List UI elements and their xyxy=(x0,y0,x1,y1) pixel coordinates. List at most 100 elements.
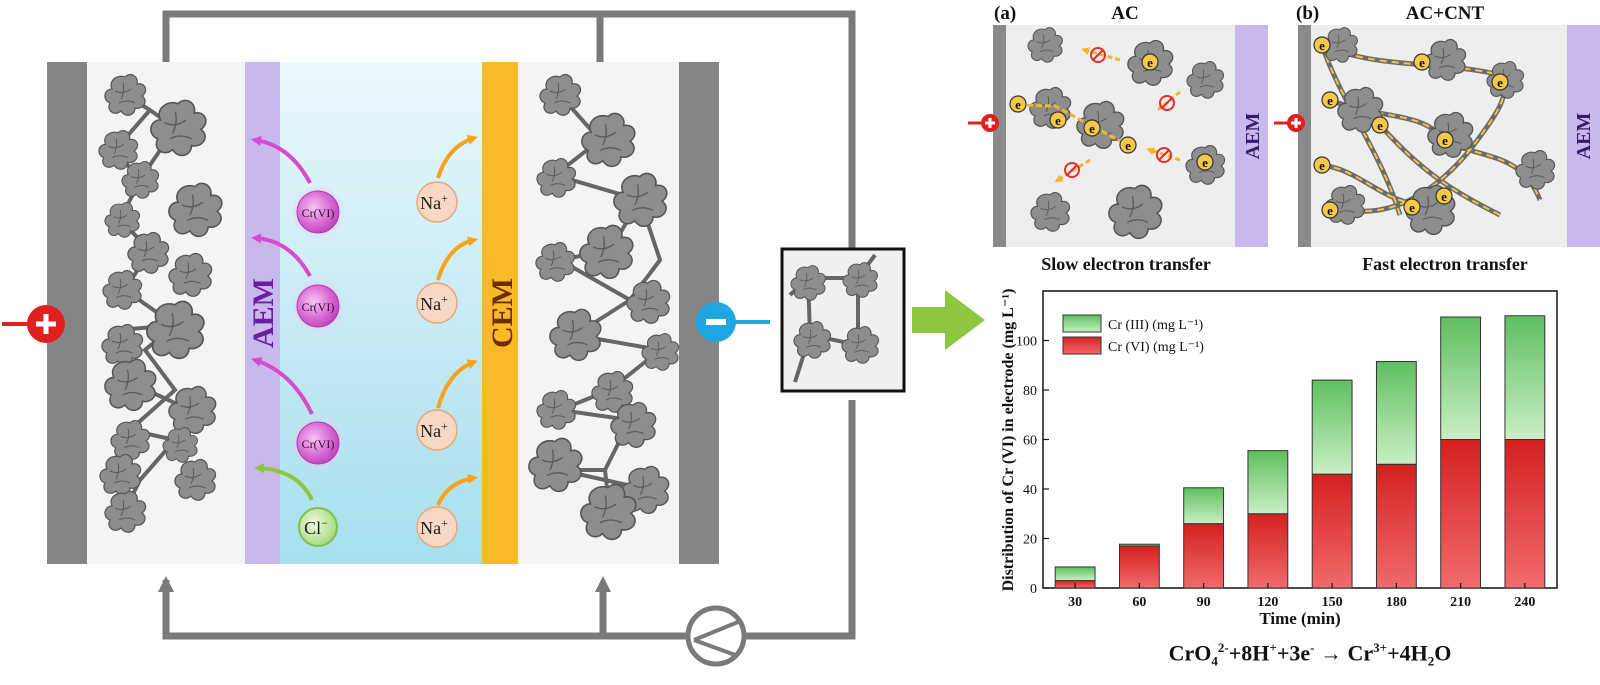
eq-sub: 2 xyxy=(1427,653,1435,669)
svg-text:Na+: Na+ xyxy=(420,191,448,213)
cem-membrane xyxy=(482,62,518,564)
electron-label: e xyxy=(1327,203,1333,218)
zoom-arrow xyxy=(912,290,985,350)
anode-carbon-particles xyxy=(98,73,223,533)
eq-part: CrO xyxy=(1168,640,1212,666)
chart-bars xyxy=(1054,315,1546,589)
svg-text:Na+: Na+ xyxy=(420,419,448,441)
electron-label: e xyxy=(1441,189,1447,204)
eq-sup: - xyxy=(1310,640,1315,655)
cl-ion: Cl− xyxy=(254,463,338,547)
cathode-carbon-particles xyxy=(528,73,680,541)
electron-label: e xyxy=(1319,38,1325,53)
svg-text:Cl−: Cl− xyxy=(304,516,328,538)
cl-ion-symbol: Cl xyxy=(304,518,321,538)
cr6-ion-3: Cr(VI) xyxy=(251,357,346,471)
bar-cr6-150 xyxy=(1311,473,1353,589)
bar-cr6-210 xyxy=(1440,439,1482,589)
na-ion-symbol: Na xyxy=(420,193,441,213)
electron-label: e xyxy=(1419,55,1425,70)
bar-cr6-240 xyxy=(1504,439,1546,589)
y-tick-label: 20 xyxy=(1023,533,1037,548)
na-ion-1: Na+ xyxy=(416,134,478,223)
electron-label: e xyxy=(1442,133,1448,148)
x-tick-label: 60 xyxy=(1132,595,1146,610)
electron-label: e xyxy=(1015,97,1021,112)
na-ion-3: Na+ xyxy=(416,359,478,451)
zoom-inset xyxy=(780,247,906,393)
cl-ion-charge: − xyxy=(321,516,328,530)
cr6-ion-label: Cr(VI) xyxy=(302,206,335,220)
panel-b-tag: (b) xyxy=(1296,3,1319,24)
eq-sup: + xyxy=(1269,640,1277,655)
legend-label-cr3: Cr (III) (mg L⁻¹) xyxy=(1108,318,1204,333)
x-axis-label: Time (min) xyxy=(1259,609,1340,628)
y-tick-label: 0 xyxy=(1030,582,1037,597)
bar-cr3-150 xyxy=(1311,379,1353,475)
eq-part: +4H xyxy=(1387,640,1428,666)
x-tick-label: 210 xyxy=(1450,595,1471,610)
electron-label: e xyxy=(1409,200,1415,215)
svg-text:Na+: Na+ xyxy=(420,516,448,538)
electron-label: e xyxy=(1055,113,1061,128)
na-ion-symbol: Na xyxy=(420,518,441,538)
electron-label: e xyxy=(1147,55,1153,70)
panel-a-anode-icon xyxy=(968,114,999,132)
cr6-ion-2: Cr(VI) xyxy=(251,233,346,334)
panel-b-electrons: e e e e e e e e e e xyxy=(1313,36,1509,219)
na-ion-symbol: Na xyxy=(420,421,441,441)
na-ion-charge: + xyxy=(441,516,448,530)
x-tick-label: 180 xyxy=(1386,595,1407,610)
panel-a: (a) AC AEM xyxy=(968,3,1268,274)
bar-cr3-240 xyxy=(1504,315,1546,440)
electron-label: e xyxy=(1202,155,1208,170)
y-tick-label: 100 xyxy=(1016,335,1037,350)
bar-cr3-120 xyxy=(1247,450,1289,515)
electron-label: e xyxy=(1125,138,1131,153)
electron-label: e xyxy=(1319,158,1325,173)
panel-a-tag: (a) xyxy=(994,3,1016,24)
cr6-ion-label: Cr(VI) xyxy=(302,300,335,314)
na-ion-charge: + xyxy=(441,419,448,433)
bar-cr6-120 xyxy=(1247,513,1289,589)
bar-cr6-180 xyxy=(1375,463,1417,589)
cr6-ion-1: Cr(VI) xyxy=(251,135,346,240)
electron-label: e xyxy=(1327,93,1333,108)
cell-diagram: AEM CEM xyxy=(2,10,985,667)
panel-b: (b) AC+CNT AEM e e xyxy=(1274,3,1600,274)
bar-cr3-210 xyxy=(1440,316,1482,440)
bar-cr6-60 xyxy=(1118,545,1160,589)
legend-label-cr6: Cr (VI) (mg L⁻¹) xyxy=(1108,340,1204,355)
cr6-ion-label: Cr(VI) xyxy=(302,437,335,451)
bar-cr3-30 xyxy=(1054,566,1096,582)
legend-swatch-cr6 xyxy=(1062,336,1102,355)
panel-b-title: AC+CNT xyxy=(1406,3,1485,24)
aem-label: AEM xyxy=(247,278,280,348)
y-tick-label: 40 xyxy=(1023,483,1037,498)
bar-cr3-180 xyxy=(1375,361,1417,465)
bar-cr3-90 xyxy=(1183,487,1225,525)
eq-part: → Cr xyxy=(1314,640,1374,666)
y-tick-label: 60 xyxy=(1023,434,1037,449)
bar-cr3-60 xyxy=(1118,543,1160,547)
panel-a-electrons: e e e e e e xyxy=(1009,53,1214,171)
eq-part: +3e xyxy=(1276,640,1311,666)
cem-label: CEM xyxy=(486,278,519,348)
negative-terminal-icon xyxy=(696,302,770,342)
na-ion-2: Na+ xyxy=(416,236,478,324)
positive-terminal-icon xyxy=(2,305,65,343)
legend-swatch-cr3 xyxy=(1062,314,1102,333)
reduction-equation: CrO42-+8H++3e- → Cr3++4H2O xyxy=(1130,640,1490,670)
bar-cr6-90 xyxy=(1183,523,1225,589)
na-ion-symbol: Na xyxy=(420,294,441,314)
electron-label: e xyxy=(1089,121,1095,136)
panel-a-title: AC xyxy=(1111,3,1138,24)
panel-a-membrane: AEM xyxy=(1242,113,1264,160)
y-axis-label: Distribution of Cr (VI) in electrode (mg… xyxy=(1000,289,1017,592)
eq-sub: 4 xyxy=(1211,653,1218,669)
na-ion-charge: + xyxy=(441,292,448,306)
blocked-icon xyxy=(1064,47,1175,178)
y-tick-label: 80 xyxy=(1023,384,1037,399)
